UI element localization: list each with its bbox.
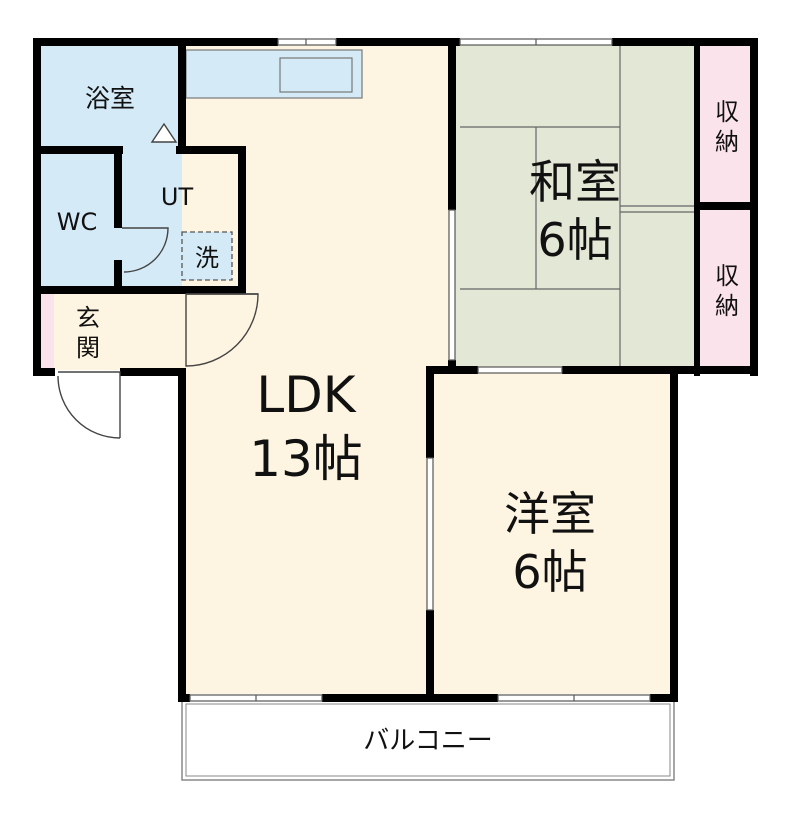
- entrance-label-2: 関: [76, 334, 100, 362]
- yoshitsu-fill: [430, 370, 674, 694]
- washitsu-size-label: 6帖: [537, 213, 612, 267]
- windows: [189, 38, 651, 702]
- bath-label: 浴室: [85, 84, 135, 113]
- walls: [33, 38, 758, 702]
- entrance-fill: [38, 290, 186, 370]
- closet-upper-label-2: 納: [715, 128, 739, 156]
- closet-upper-fill: [698, 42, 752, 206]
- closet-upper-label-1: 収: [715, 98, 739, 126]
- doors: [57, 122, 259, 439]
- yoshitsu-size-label: 6帖: [512, 545, 587, 599]
- entrance-label-1: 玄: [76, 304, 100, 332]
- washitsu-name-label: 和室: [529, 155, 621, 209]
- washer-label: 洗: [195, 244, 219, 272]
- utility-label: UT: [161, 183, 194, 211]
- entrance-step: [38, 290, 54, 370]
- closet-lower-label-2: 納: [715, 292, 739, 320]
- kitchen-sink: [279, 57, 353, 93]
- wc-fill: [38, 150, 118, 290]
- closet-lower-fill: [698, 208, 752, 368]
- yoshitsu-name-label: 洋室: [504, 487, 596, 541]
- tatami-lines: [460, 42, 698, 368]
- washer-space: [181, 231, 233, 281]
- ldk-size-label: 13帖: [249, 430, 363, 488]
- closet-lower-label-1: 収: [715, 262, 739, 290]
- balcony-outline: [181, 699, 675, 781]
- balcony-label: バルコニー: [363, 726, 492, 756]
- wc-label: WC: [57, 208, 98, 236]
- ldk-name-label: LDK: [256, 366, 356, 424]
- washitsu-fill: [452, 42, 698, 368]
